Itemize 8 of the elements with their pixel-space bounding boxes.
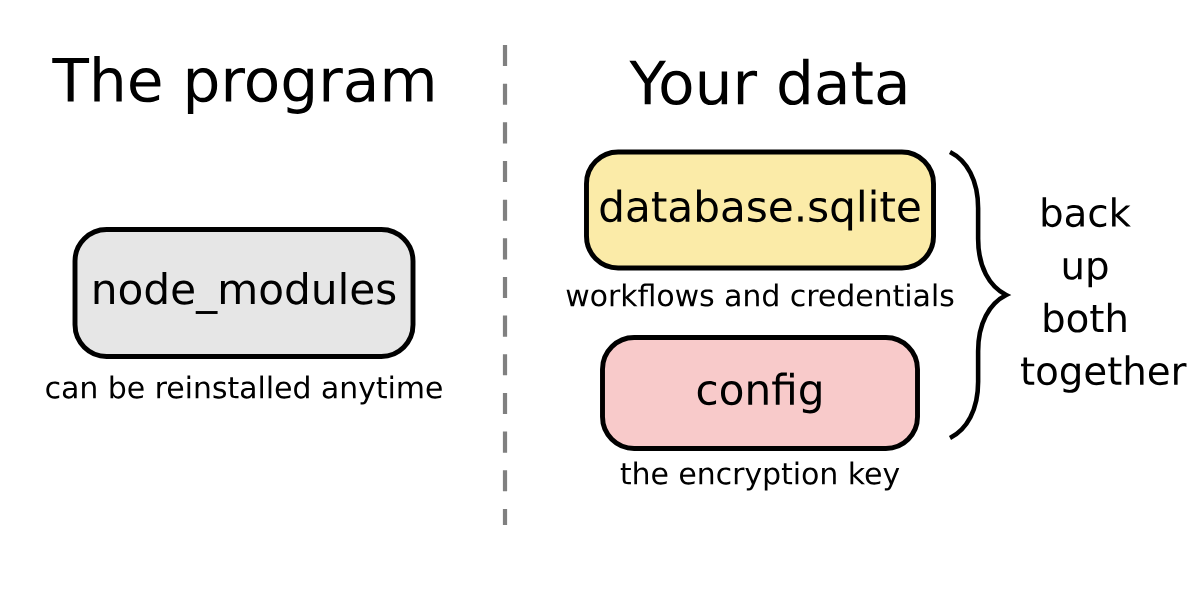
file-box: node_modules [72, 227, 416, 359]
caption-text: can be reinstalled anytime [46, 375, 442, 405]
caption-text: workflows and credentials [566, 283, 954, 307]
caption-text: the encryption key [620, 461, 900, 491]
file-box: config [600, 335, 920, 451]
note-text: back up both together [1021, 197, 1187, 393]
column-heading: The program [52, 56, 433, 114]
file-box: database.sqlite [584, 149, 936, 271]
